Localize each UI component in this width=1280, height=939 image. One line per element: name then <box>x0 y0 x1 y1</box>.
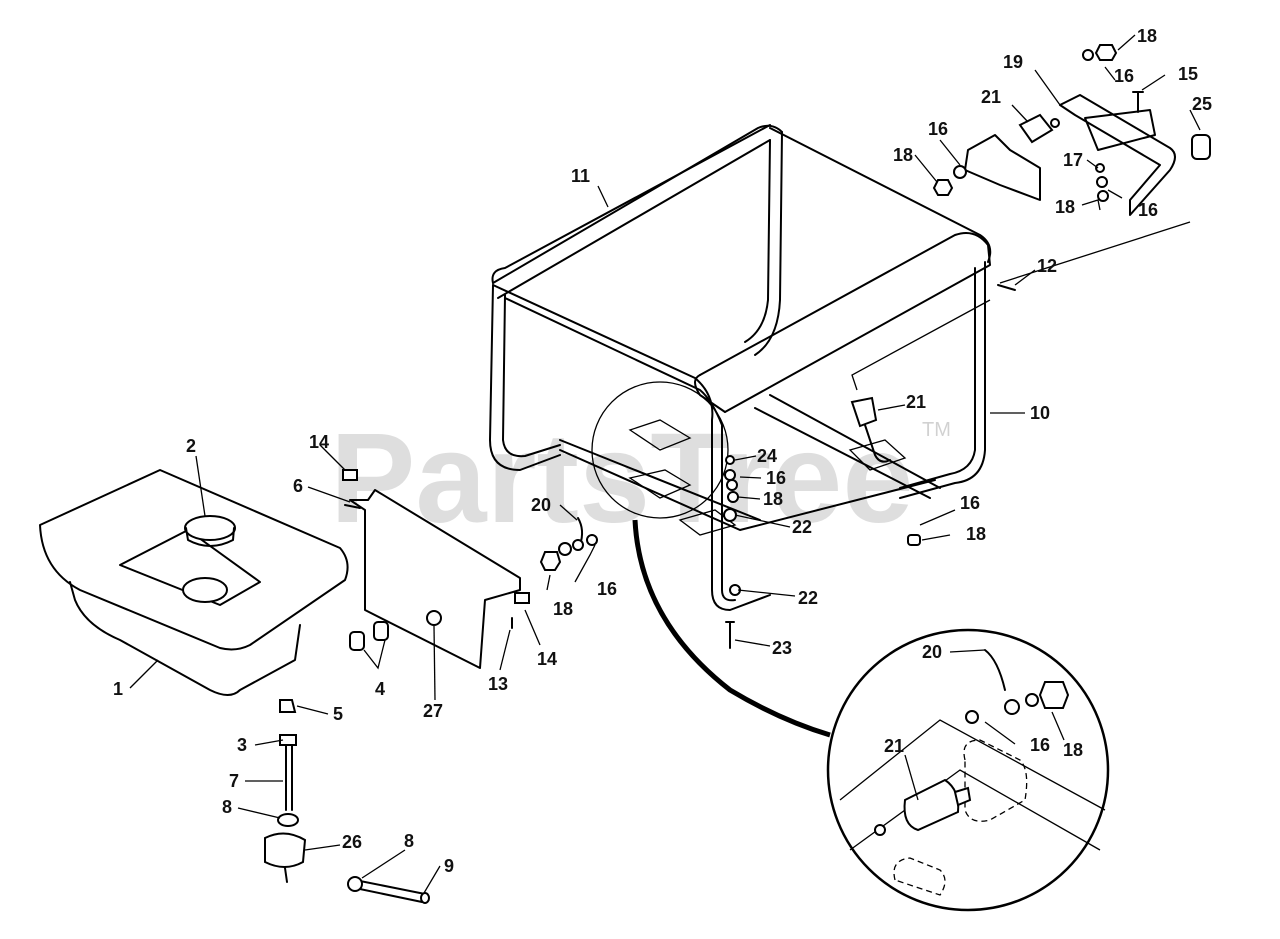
frame-bolt[interactable] <box>725 621 735 649</box>
callout-5: 5 <box>333 704 343 724</box>
callout-17: 17 <box>1063 150 1083 170</box>
callout-18a: 18 <box>1137 26 1157 46</box>
speed-nut-upper[interactable] <box>342 469 358 481</box>
callout-23: 23 <box>772 638 792 658</box>
callout-16b: 16 <box>928 119 948 139</box>
callout-1: 1 <box>113 679 123 699</box>
callout-9: 9 <box>444 856 454 876</box>
callout-4: 4 <box>375 679 385 699</box>
cover-bolt[interactable] <box>997 284 1016 291</box>
cover-bolt-leader <box>999 221 1191 284</box>
callout-21b: 21 <box>906 392 926 412</box>
callout-21c: 21 <box>884 736 904 756</box>
callout-3: 3 <box>237 735 247 755</box>
callout-25: 25 <box>1192 94 1212 114</box>
callout-14a: 14 <box>309 432 329 452</box>
callout-11: 11 <box>571 166 590 186</box>
detail-focus-circle <box>591 381 729 519</box>
callout-16f: 16 <box>960 493 980 513</box>
callout-7: 7 <box>229 771 239 791</box>
callout-18f: 18 <box>966 524 986 544</box>
callout-21a: 21 <box>981 87 1001 107</box>
callout-2: 2 <box>186 436 196 456</box>
callout-20b: 20 <box>922 642 942 662</box>
callout-leaders <box>129 34 1201 894</box>
callout-13: 13 <box>488 674 508 694</box>
callout-26: 26 <box>342 832 362 852</box>
upper-bracket-assembly[interactable] <box>932 44 1211 216</box>
callout-6: 6 <box>293 476 303 496</box>
callout-18b: 18 <box>893 145 913 165</box>
rubber-feet[interactable] <box>349 621 389 651</box>
detail-view-circle <box>826 628 1110 912</box>
fuel-shaft[interactable] <box>347 876 430 904</box>
callout-10: 10 <box>1030 403 1050 423</box>
trademark-mark: TM <box>922 419 951 441</box>
callout-20a: 20 <box>531 495 551 515</box>
ground-wire-hardware[interactable] <box>539 517 598 571</box>
callout-labels: 1 2 3 4 5 6 7 8 8 9 10 11 12 13 14 14 15… <box>113 26 1212 876</box>
callout-14b: 14 <box>537 649 557 669</box>
fuel-tank[interactable] <box>39 469 349 696</box>
callout-19: 19 <box>1003 52 1023 72</box>
callout-16g: 16 <box>1030 735 1050 755</box>
inline-fuel-filter-frame[interactable] <box>850 299 991 463</box>
callout-22a: 22 <box>792 517 812 537</box>
heat-shield-bracket[interactable] <box>344 489 521 669</box>
fuel-line-assembly[interactable] <box>264 699 307 883</box>
callout-8b: 8 <box>404 831 414 851</box>
callout-24: 24 <box>757 446 777 466</box>
callout-18e: 18 <box>553 599 573 619</box>
callout-8a: 8 <box>222 797 232 817</box>
speed-nut-lower[interactable] <box>514 592 530 604</box>
callout-18g: 18 <box>1063 740 1083 760</box>
callout-22b: 22 <box>798 588 818 608</box>
callout-18c: 18 <box>1055 197 1075 217</box>
right-frame-nut[interactable] <box>907 534 921 546</box>
callout-27: 27 <box>423 701 443 721</box>
callout-16e: 16 <box>597 579 617 599</box>
callout-15: 15 <box>1178 64 1198 84</box>
detail-leader-line <box>632 519 831 738</box>
callout-18d: 18 <box>763 489 783 509</box>
frame-assembly[interactable] <box>489 124 992 611</box>
callout-12: 12 <box>1037 256 1057 276</box>
callout-16a: 16 <box>1114 66 1134 86</box>
callout-16d: 16 <box>766 468 786 488</box>
callout-16c: 16 <box>1138 200 1158 220</box>
